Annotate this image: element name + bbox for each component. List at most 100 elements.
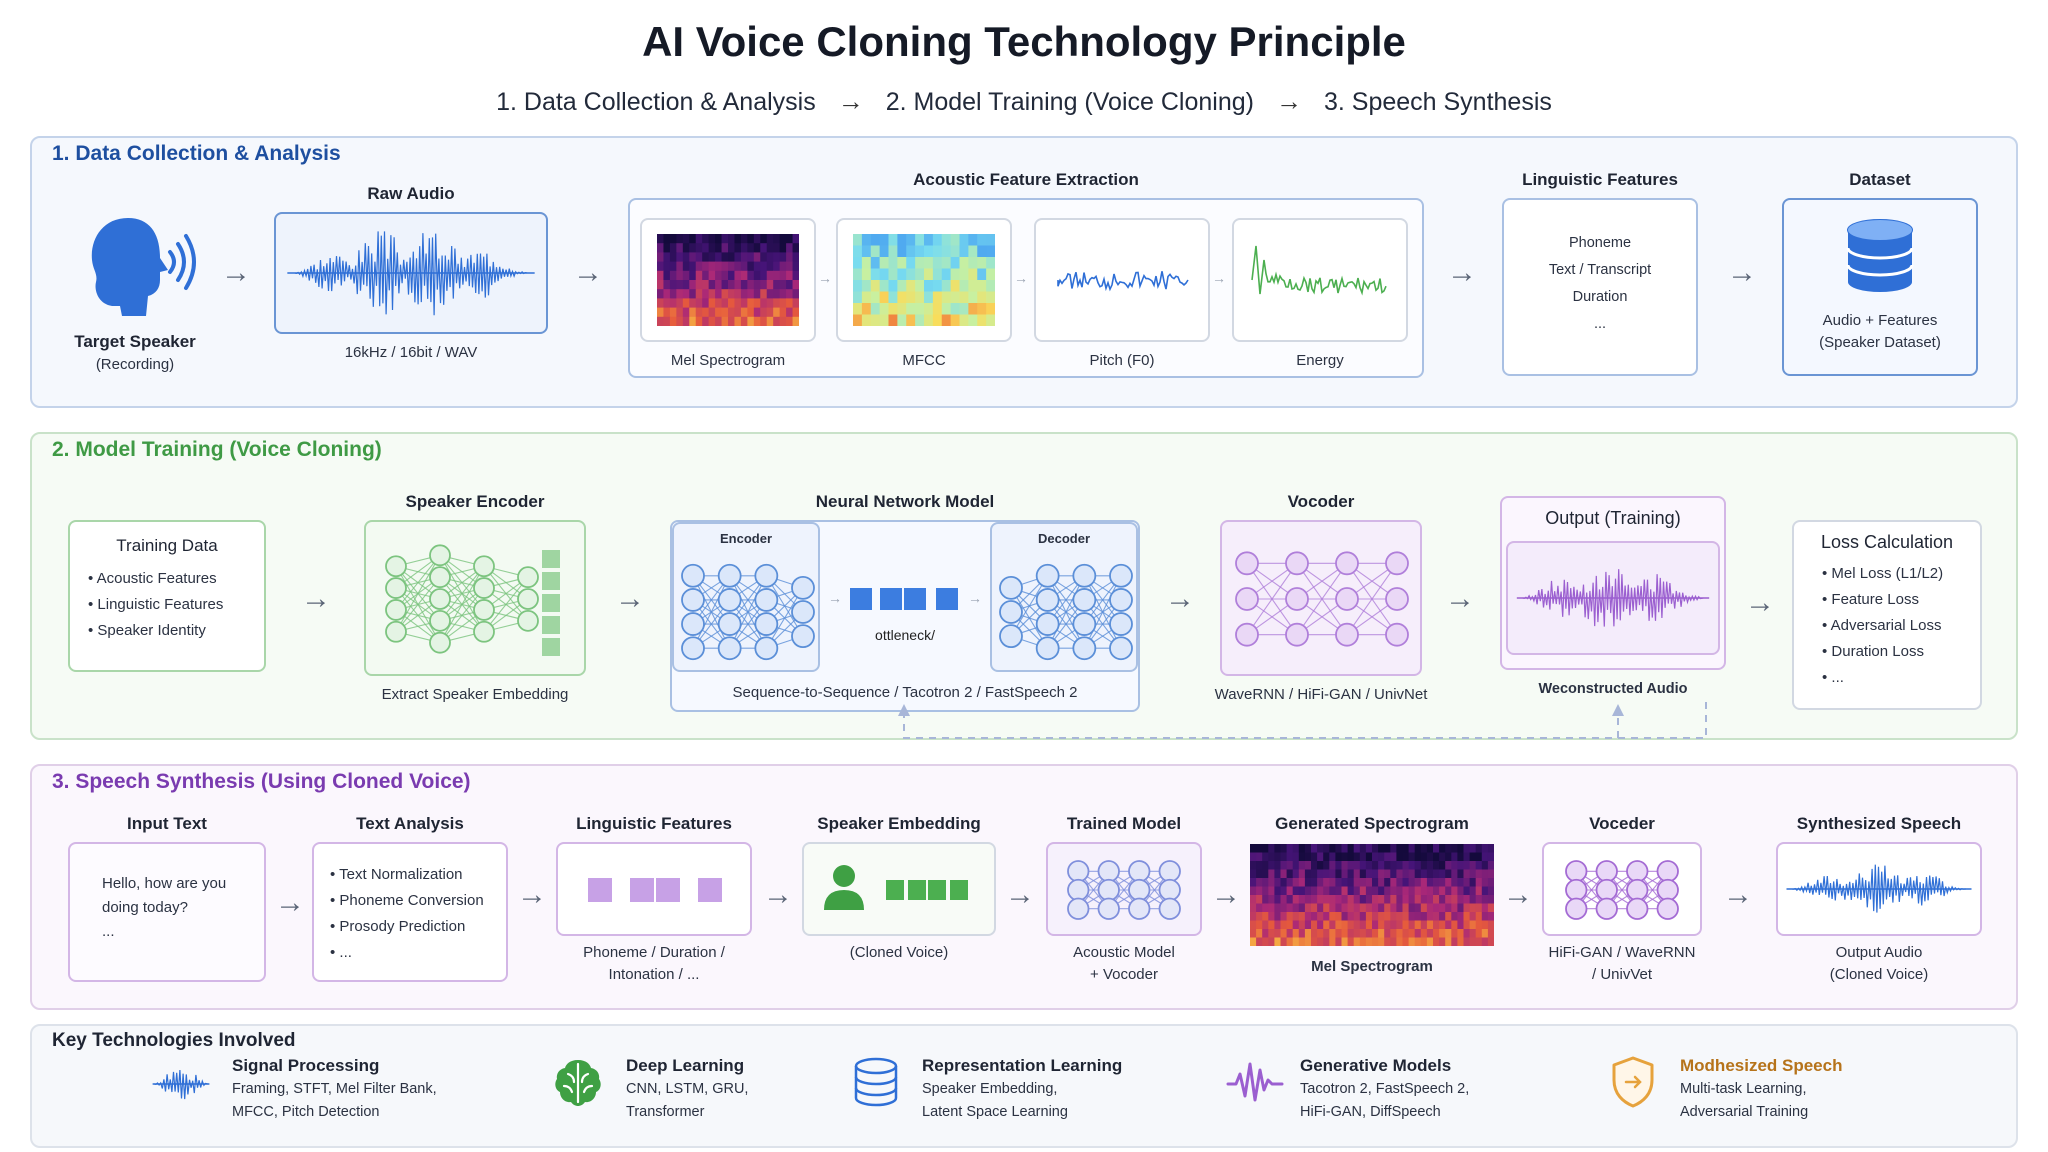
energy-panel	[1232, 218, 1408, 342]
text-analysis-box: • Text Normalization • Phoneme Conversio…	[312, 842, 508, 982]
vocoder-3-box	[1542, 842, 1702, 936]
small-arrow: →	[968, 590, 982, 606]
trained-model-caption-2: + Vocoder	[1090, 966, 1158, 983]
flow-arrow: →	[1165, 582, 1195, 615]
linguistic-features-3-box	[556, 842, 752, 936]
flow-arrow: →	[1005, 878, 1035, 911]
section-key-technologies	[30, 1024, 2018, 1148]
synthesized-waveform	[1786, 864, 1972, 913]
tech-name: Modhesized Speech	[1680, 1056, 1843, 1075]
flow-arrow: →	[1445, 582, 1475, 615]
tech-desc: Tacotron 2, FastSpeech 2,	[1300, 1081, 1470, 1097]
pitch-panel	[1034, 218, 1210, 342]
flow-arrow: →	[517, 878, 547, 911]
training-data-box: Training Data • Acoustic Features • Ling…	[68, 520, 266, 672]
flow-arrow: →	[301, 582, 331, 615]
training-data-label: Training Data	[116, 536, 218, 555]
vocoder-3-label: Voceder	[1589, 814, 1655, 833]
loss-item: • ...	[1822, 669, 1844, 686]
raw-audio-box	[274, 212, 548, 334]
tech-name: Generative Models	[1300, 1056, 1452, 1075]
raw-audio-caption: 16kHz / 16bit / WAV	[344, 344, 478, 361]
flow-arrow: →	[1723, 878, 1753, 911]
page-title: AI Voice Cloning Technology Principle	[642, 18, 1406, 65]
vocoder-box	[1220, 520, 1422, 676]
encoder-block: Encoder	[672, 522, 820, 672]
vocoder-3-caption-2: / UnivVet	[1591, 966, 1653, 983]
nn-model-caption: Sequence-to-Sequence / Tacotron 2 / Fast…	[732, 684, 1078, 701]
speaker-encoder-network	[385, 544, 539, 654]
text-analysis-item: • Text Normalization	[330, 866, 463, 883]
tech-item-signal-processing: Signal Processing Framing, STFT, Mel Fil…	[232, 1056, 552, 1124]
raw-audio-label: Raw Audio	[367, 184, 455, 203]
target-speaker-sub: (Recording)	[95, 356, 175, 373]
dataset-box: Audio + Features (Speaker Dataset)	[1782, 198, 1978, 376]
speaker-embedding-label: Speaker Embedding	[817, 814, 981, 833]
feedback-loop	[898, 702, 1707, 739]
pitch-label: Pitch (F0)	[1089, 352, 1155, 369]
mel-spectrogram-label: Mel Spectrogram	[670, 352, 786, 369]
tech-desc: HiFi-GAN, DiffSpeech	[1300, 1104, 1441, 1120]
tech-desc: Adversarial Training	[1680, 1104, 1809, 1120]
speaker-encoder-label: Speaker Encoder	[405, 492, 545, 511]
speaker-encoder-caption: Extract Speaker Embedding	[381, 686, 569, 703]
tech-desc: CNN, LSTM, GRU,	[626, 1081, 749, 1097]
synthesized-speech-box	[1776, 842, 1982, 936]
flow-arrow: →	[573, 256, 603, 289]
nn-model-label: Neural Network Model	[815, 492, 995, 511]
generated-spectrogram-label: Generated Spectrogram	[1275, 814, 1469, 833]
tech-item-representation-learning: Representation Learning Speaker Embeddin…	[922, 1056, 1182, 1124]
step-arrow: →	[1275, 86, 1302, 116]
phoneme-tokens	[588, 878, 722, 902]
trained-model-caption-1: Acoustic Model	[1073, 944, 1175, 961]
training-data-item: • Speaker Identity	[88, 622, 206, 639]
decoder-label: Decoder	[1037, 531, 1091, 546]
linguistic-item: Text / Transcript	[1548, 262, 1652, 278]
section4-title: Key Technologies Involved	[52, 1030, 296, 1051]
pulse-icon	[1226, 1062, 1284, 1102]
generated-spectrogram-caption: Mel Spectrogram	[1311, 958, 1433, 975]
synthesized-speech-label: Synthesized Speech	[1796, 814, 1962, 833]
energy-curve	[1251, 245, 1387, 296]
vocoder-label: Vocoder	[1287, 492, 1355, 511]
flow-arrow: →	[1745, 586, 1775, 619]
output-training-caption: Weconstructed Audio	[1538, 681, 1688, 697]
database-icon	[854, 1057, 898, 1107]
linguistic-item: ...	[1593, 316, 1607, 332]
synth-caption-2: (Cloned Voice)	[1829, 966, 1929, 983]
dataset-caption-2: (Speaker Dataset)	[1819, 334, 1941, 351]
input-text-box: Hello, how are you doing today? ...	[68, 842, 266, 982]
mfcc-panel	[836, 218, 1012, 342]
linguistic-3-caption-2: Intonation / ...	[608, 966, 700, 983]
vocoder-3-caption-1: HiFi-GAN / WaveRNN	[1548, 944, 1696, 961]
trained-model-network	[1067, 860, 1181, 920]
training-data-item: • Linguistic Features	[88, 596, 224, 613]
step-3: 3. Speech Synthesis	[1323, 88, 1552, 116]
text-analysis-item: • Phoneme Conversion	[330, 892, 484, 909]
step-2: 2. Model Training (Voice Cloning)	[885, 88, 1254, 116]
tech-desc: Transformer	[626, 1104, 705, 1120]
generated-spectrogram-image	[1250, 844, 1494, 946]
embedding-vector	[542, 550, 560, 656]
feature-extraction-label: Acoustic Feature Extraction	[913, 170, 1139, 189]
mel-spectrogram-image	[657, 234, 799, 326]
vocoder-3-network	[1565, 860, 1679, 920]
tech-name: Signal Processing	[232, 1056, 380, 1075]
reconstructed-wave-panel	[1506, 541, 1720, 655]
flow-arrow: →	[221, 256, 251, 289]
dataset-label: Dataset	[1849, 170, 1911, 189]
section1-title: 1. Data Collection & Analysis	[52, 142, 341, 165]
encoder-label: Encoder	[719, 531, 772, 546]
nn-model-box: Encoder → ottleneck/ → Decoder Sequence-…	[670, 520, 1140, 712]
database-icon	[1846, 219, 1914, 292]
small-arrow: →	[1014, 270, 1028, 286]
output-training-label: Output (Training)	[1545, 508, 1681, 528]
flow-arrow: →	[275, 886, 305, 919]
loss-calculation-box: Loss Calculation • Mel Loss (L1/L2) • Fe…	[1792, 520, 1982, 710]
input-text-line: Hello, how are you	[102, 875, 227, 892]
section3-title: 3. Speech Synthesis (Using Cloned Voice)	[52, 770, 471, 793]
tech-name: Deep Learning	[626, 1056, 745, 1075]
small-arrow: →	[818, 270, 832, 286]
section2-title: 2. Model Training (Voice Cloning)	[52, 438, 382, 461]
small-arrow: →	[1212, 270, 1226, 286]
